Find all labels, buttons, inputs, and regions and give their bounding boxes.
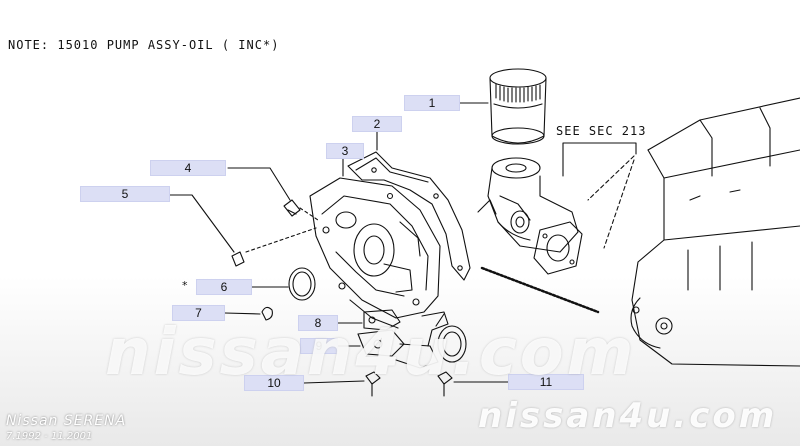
ref-dashed-lines: [587, 155, 635, 249]
section-reference: SEE SEC 213: [556, 124, 647, 138]
engine-block-drawing: [630, 97, 800, 367]
callout-6[interactable]: 6: [196, 279, 252, 295]
callout-8[interactable]: 8: [298, 315, 338, 331]
bolt-4-drawing: [283, 199, 301, 217]
mount-line: [480, 266, 600, 314]
bracket-gasket-drawing: [533, 221, 583, 275]
pump-gasket-drawing: [347, 151, 471, 281]
watermark-corner: nissan4u.com: [478, 396, 778, 436]
bolt-10-drawing: [365, 371, 381, 397]
oil-filter-drawing: [489, 68, 547, 145]
leader-4: [227, 167, 291, 201]
callout-2[interactable]: 2: [352, 116, 402, 132]
callout-9[interactable]: 9: [300, 338, 338, 354]
callout-5[interactable]: 5: [80, 186, 170, 202]
vehicle-model: Nissan SERENA: [6, 413, 127, 429]
callout-1[interactable]: 1: [404, 95, 460, 111]
included-mark: *: [182, 279, 188, 292]
bolt-11-drawing: [437, 371, 453, 397]
oil-strainer-drawing: [357, 311, 467, 369]
callout-10[interactable]: 10: [244, 375, 304, 391]
seal-drawing: [261, 306, 273, 321]
assembly-note: NOTE: 15010 PUMP ASSY-OIL ( INC*): [8, 38, 280, 52]
oil-pump-body-drawing: [309, 177, 441, 329]
leader-5: [169, 194, 235, 253]
callout-7[interactable]: 7: [172, 305, 225, 321]
leader-10: [303, 380, 365, 384]
production-years: 7.1992 - 11.2001: [6, 431, 93, 442]
watermark-center: nissan4u.com: [105, 316, 637, 390]
callout-11[interactable]: 11: [508, 374, 584, 390]
callout-4[interactable]: 4: [150, 160, 226, 176]
o-ring-drawing: [288, 267, 316, 301]
strainer-gasket-drawing: [363, 309, 401, 331]
ref-leader: [562, 142, 637, 177]
leader-7: [224, 312, 261, 315]
callout-3[interactable]: 3: [326, 143, 364, 159]
bolt-5-drawing: [231, 251, 245, 267]
filter-bracket-drawing: [477, 157, 579, 253]
